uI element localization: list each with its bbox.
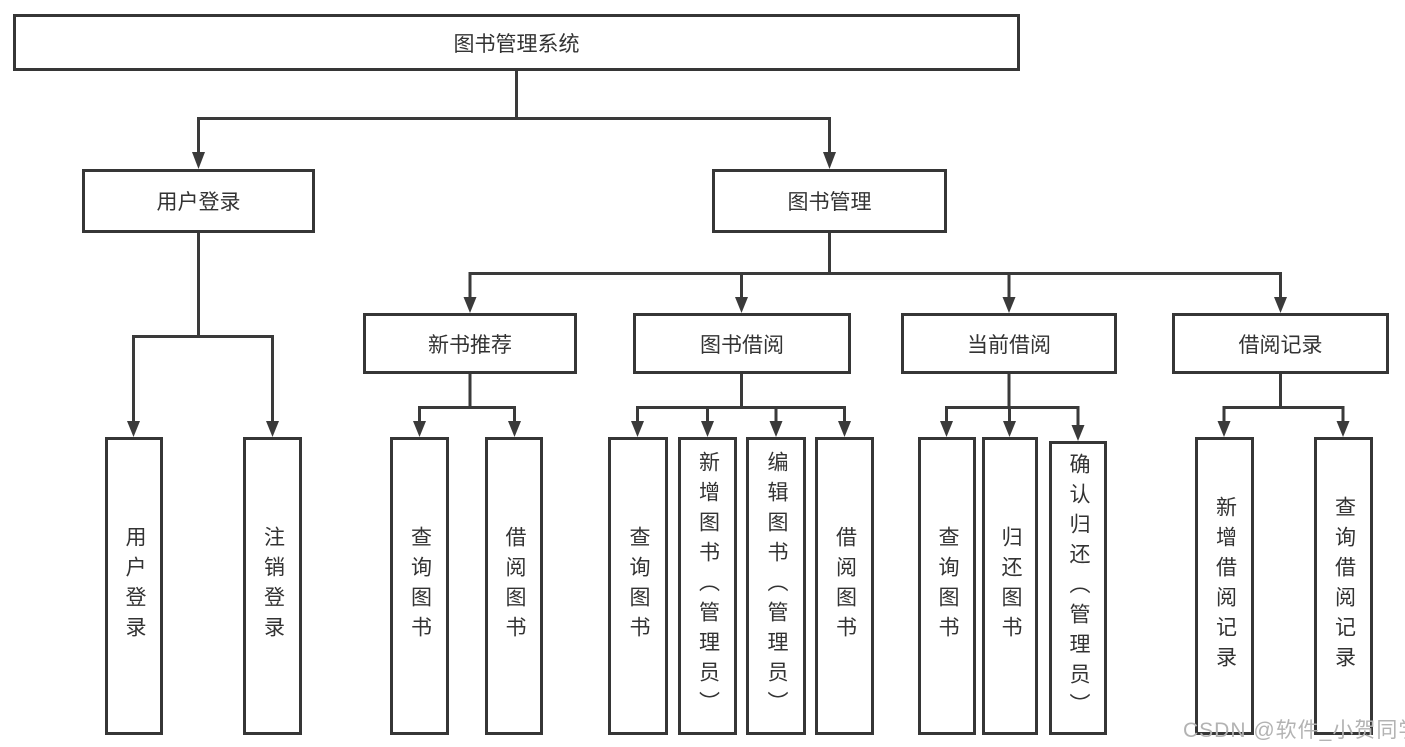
connector-book-borrow-children <box>631 374 851 437</box>
node-book-borrowing-label: 图书借阅 <box>700 333 784 357</box>
leaf-borrow-books-recommend: 借阅图书 <box>485 437 543 735</box>
leaf-logout-label: 注销登录 <box>261 526 285 646</box>
connector-user-login-children <box>127 232 279 437</box>
leaf-query-books-borrow: 查询图书 <box>608 437 668 735</box>
node-current-borrowing-label: 当前借阅 <box>967 333 1051 357</box>
leaf-query-books-recommend-label: 查询图书 <box>408 526 432 646</box>
leaf-query-books-current-label: 查询图书 <box>936 526 959 646</box>
node-new-book-recommendation-label: 新书推荐 <box>428 333 512 357</box>
leaf-user-login: 用户登录 <box>105 437 163 735</box>
node-user-login: 用户登录 <box>82 169 315 233</box>
leaf-user-login-label: 用户登录 <box>123 526 146 646</box>
leaf-add-book-admin-label: 新增图书（管理员） <box>696 451 720 721</box>
leaf-add-borrow-record: 新增借阅记录 <box>1195 437 1254 735</box>
leaf-return-books: 归还图书 <box>982 437 1038 735</box>
connector-root-to-level2 <box>192 70 836 169</box>
node-root-label: 图书管理系统 <box>453 32 580 56</box>
node-current-borrowing: 当前借阅 <box>901 313 1117 374</box>
leaf-borrow-books-recommend-label: 借阅图书 <box>503 526 526 646</box>
node-borrowing-records: 借阅记录 <box>1172 313 1389 374</box>
leaf-add-book-admin: 新增图书（管理员） <box>678 437 737 735</box>
node-new-book-recommendation: 新书推荐 <box>363 313 577 374</box>
leaf-query-borrow-record-label: 查询借阅记录 <box>1332 496 1356 676</box>
node-borrowing-records-label: 借阅记录 <box>1238 333 1323 357</box>
connector-borrow-record-children <box>1217 374 1350 437</box>
leaf-add-borrow-record-label: 新增借阅记录 <box>1213 496 1237 676</box>
csdn-watermark: CSDN @软件_小贺同学 <box>1183 719 1405 742</box>
leaf-query-books-current: 查询图书 <box>918 437 976 735</box>
leaf-query-borrow-record: 查询借阅记录 <box>1314 437 1373 735</box>
leaf-borrow-books-borrow: 借阅图书 <box>815 437 874 735</box>
leaf-query-books-borrow-label: 查询图书 <box>627 526 650 646</box>
node-user-login-label: 用户登录 <box>156 191 241 214</box>
leaf-edit-book-admin: 编辑图书（管理员） <box>746 437 806 735</box>
leaf-confirm-return-admin-label: 确认归还（管理员） <box>1067 453 1090 723</box>
connector-new-book-children <box>413 374 521 437</box>
connector-book-management-sections <box>463 232 1287 313</box>
leaf-edit-book-admin-label: 编辑图书（管理员） <box>765 451 788 721</box>
leaf-borrow-books-borrow-label: 借阅图书 <box>833 526 857 646</box>
leaf-confirm-return-admin: 确认归还（管理员） <box>1049 441 1107 735</box>
node-book-borrowing: 图书借阅 <box>633 313 851 374</box>
node-root: 图书管理系统 <box>13 14 1020 71</box>
leaf-query-books-recommend: 查询图书 <box>390 437 449 735</box>
leaf-return-books-label: 归还图书 <box>999 526 1022 646</box>
leaf-logout: 注销登录 <box>243 437 302 735</box>
node-book-management-label: 图书管理 <box>787 191 872 214</box>
node-book-management: 图书管理 <box>712 169 947 233</box>
connector-current-borrow-children <box>940 374 1085 441</box>
